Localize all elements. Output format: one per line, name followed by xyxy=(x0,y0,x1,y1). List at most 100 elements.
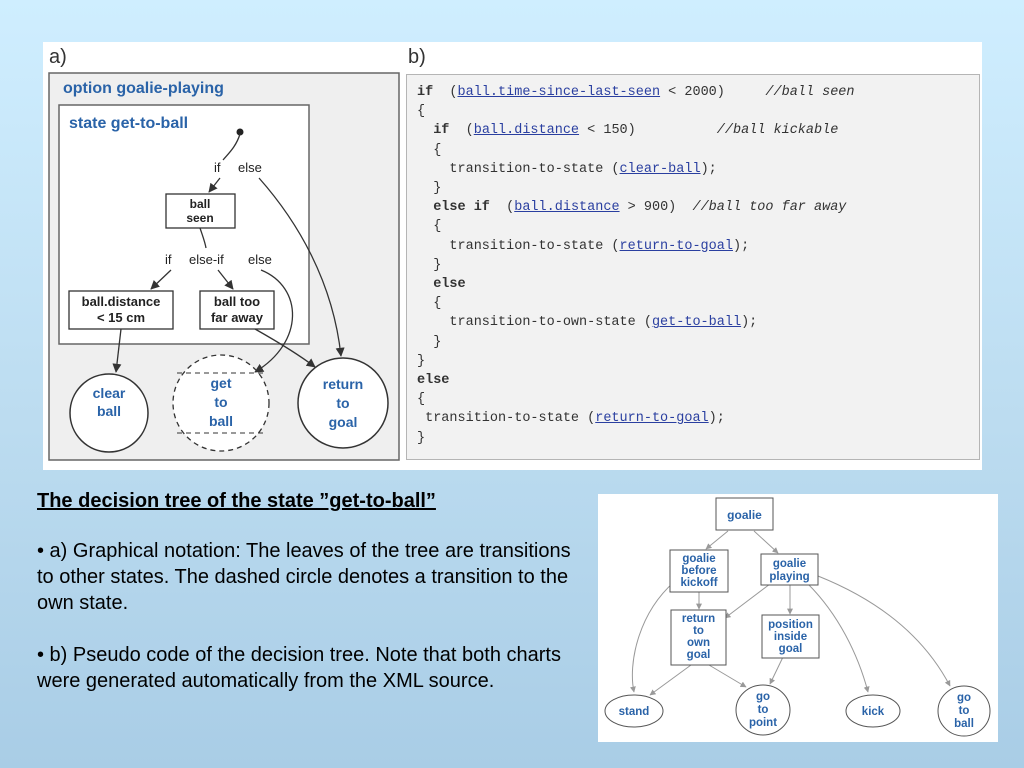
leaf-return-to-goal xyxy=(297,357,389,449)
caption-para-b: • b) Pseudo code of the decision tree. N… xyxy=(37,644,561,692)
code-text: transition-to-own-state ( xyxy=(417,315,652,331)
tree-leaf-gotoball-line3: ball xyxy=(954,718,974,730)
code-line: { xyxy=(417,219,441,234)
code-line: { xyxy=(417,296,441,311)
tree-node-position-line2: inside xyxy=(774,631,807,643)
tree-leaf-gotoball-line2: to xyxy=(959,705,970,717)
branch-if2-label: if xyxy=(165,252,172,267)
code-line: { xyxy=(417,143,441,158)
code-line: if (ball.time-since-last-seen < 2000) //… xyxy=(417,85,855,100)
tree-node-goalie-playing xyxy=(760,553,819,586)
code-text: } xyxy=(417,334,442,350)
code-line: else if (ball.distance > 900) //ball too… xyxy=(417,200,846,215)
code-line: } xyxy=(417,354,425,369)
start-dot xyxy=(236,128,244,136)
code-text xyxy=(417,200,433,215)
tree-leaf-gotopoint-line2: to xyxy=(758,704,769,716)
tree-leaf-gotoball-line1: go xyxy=(957,692,971,704)
code-text: { xyxy=(417,392,426,408)
code-text: } xyxy=(417,353,426,369)
code-text: { xyxy=(417,219,442,235)
tree-node-playing-line1: goalie xyxy=(773,558,806,570)
code-line: { xyxy=(417,392,425,407)
node-ball-seen-line1: ball xyxy=(190,197,211,211)
figure-a-svg: a) b) option goalie-playing state get-to… xyxy=(48,46,426,461)
tree-edge-playing-kick xyxy=(807,583,870,693)
code-comment: //ball too far away xyxy=(692,200,847,216)
leaf-return-to-goal-line2: to xyxy=(336,395,349,411)
code-text: transition-to-state ( xyxy=(417,161,620,177)
code-comment: //ball kickable xyxy=(716,123,839,139)
tree-edge-position-gotopoint xyxy=(769,656,784,685)
code-text: ); xyxy=(700,161,717,177)
code-comment: //ball seen xyxy=(765,85,855,100)
tree-node-return-line1: return xyxy=(682,613,715,625)
edge-if2-distance xyxy=(150,269,172,290)
code-reference-link[interactable]: ball.time-since-last-seen xyxy=(457,85,661,100)
code-line: transition-to-state (return-to-goal); xyxy=(417,239,749,254)
state-title: state get-to-ball xyxy=(69,115,188,132)
code-text: ); xyxy=(732,238,750,254)
code-text: transition-to-state ( xyxy=(417,238,620,254)
code-line: { xyxy=(417,104,425,119)
code-line: } xyxy=(417,335,441,350)
tree-leaf-stand-label: stand xyxy=(619,706,650,718)
tree-edge-goalie-playing xyxy=(753,530,779,554)
code-text: < 150) xyxy=(579,123,717,139)
code-line: } xyxy=(417,181,441,196)
code-keyword: if xyxy=(433,123,450,139)
edge-if-ballseen xyxy=(208,177,221,193)
tree-edge-goalie-before xyxy=(705,530,729,550)
leaf-get-to-ball-line3: ball xyxy=(209,413,233,429)
tree-edge-playing-return xyxy=(724,583,771,619)
code-text: ( xyxy=(449,123,474,139)
node-ball-distance xyxy=(68,290,174,330)
code-line: if (ball.distance < 150) //ball kickable xyxy=(417,123,838,138)
code-line: transition-to-state (clear-ball); xyxy=(417,161,717,177)
code-line: transition-to-state (return-to-goal); xyxy=(417,411,725,426)
code-reference-link[interactable]: return-to-goal xyxy=(619,238,733,254)
code-text: { xyxy=(417,104,426,120)
leaf-clear-ball-line2: ball xyxy=(97,403,121,419)
figure-b-label: b) xyxy=(408,46,426,68)
leaf-clear-ball xyxy=(69,373,149,453)
code-text xyxy=(417,123,433,138)
code-reference-link[interactable]: ball.distance xyxy=(473,123,580,139)
tree-node-position-inside-goal xyxy=(761,614,820,659)
leaf-get-to-ball-line1: get xyxy=(211,375,232,391)
leaf-clear-ball-line1: clear xyxy=(93,385,126,401)
tree-node-before-line3: kickoff xyxy=(680,577,717,589)
code-text: } xyxy=(417,430,426,446)
tree-edge-playing-gotoball xyxy=(817,575,951,687)
tree-node-before-line1: goalie xyxy=(682,553,715,565)
code-text: } xyxy=(417,257,442,273)
code-keyword: else xyxy=(417,373,450,388)
caption: The decision tree of the state ”get-to-b… xyxy=(37,488,587,694)
edge-else-returntogoal xyxy=(258,177,345,357)
tree-node-position-line1: position xyxy=(768,619,813,631)
tree-node-playing-line2: playing xyxy=(769,571,809,583)
code-text: transition-to-state ( xyxy=(417,411,596,427)
edge-toofar-returntogoal xyxy=(254,328,316,368)
caption-para-a: • a) Graphical notation: The leaves of t… xyxy=(37,540,571,614)
code-text: ( xyxy=(489,200,515,216)
tree-leaf-gotopoint-line1: go xyxy=(756,691,770,703)
tree-leaf-stand xyxy=(604,694,664,728)
code-text: ); xyxy=(741,315,758,331)
tree-node-return-to-own-goal xyxy=(670,609,727,666)
code-keyword: else xyxy=(433,277,466,292)
node-ball-distance-line1: ball.distance xyxy=(82,294,161,309)
node-ball-seen-line2: seen xyxy=(186,211,213,225)
tree-leaf-kick xyxy=(845,694,901,728)
code-reference-link[interactable]: ball.distance xyxy=(514,200,620,216)
code-reference-link[interactable]: return-to-goal xyxy=(595,411,709,427)
code-reference-link[interactable]: clear-ball xyxy=(619,161,701,177)
leaf-return-to-goal-line1: return xyxy=(323,376,363,392)
leaf-get-to-ball xyxy=(172,354,270,452)
node-ball-seen xyxy=(165,193,236,229)
edge-elseif-toofar xyxy=(217,269,234,290)
option-title: option goalie-playing xyxy=(63,80,224,97)
option-tree-panel: goalie goalie before kickoff goalie play… xyxy=(598,494,998,742)
code-reference-link[interactable]: get-to-ball xyxy=(651,315,742,331)
branch-if-label: if xyxy=(214,160,221,175)
